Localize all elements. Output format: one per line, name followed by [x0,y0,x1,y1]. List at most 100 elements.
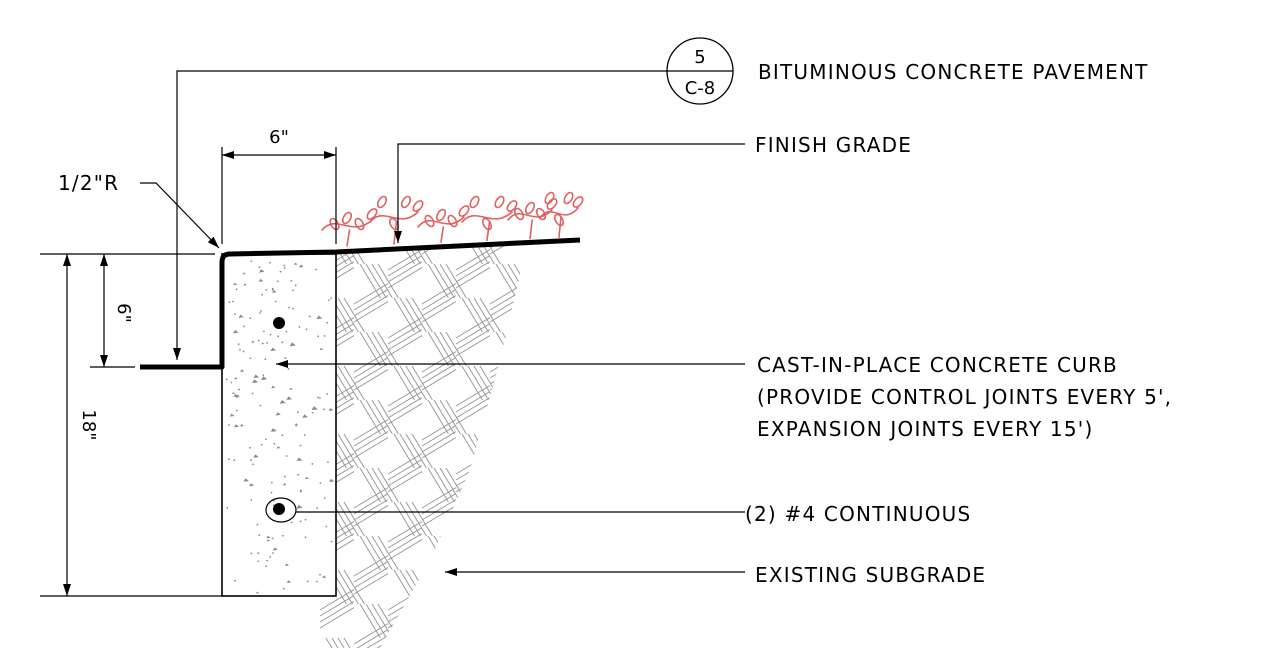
plant-leaf [563,191,574,205]
aggregate-mark [242,272,246,275]
aggregate-mark [269,333,272,336]
hatch-stroke [399,569,421,605]
hatch-stroke [421,301,457,323]
hatch-stroke [542,638,562,648]
hatch-stroke [524,324,558,344]
hatch-stroke [343,244,365,265]
sheet-reference: C-8 [685,78,716,99]
hatch-stroke [455,255,491,277]
hatch-stroke [353,301,389,323]
aggregate-mark [315,268,318,271]
aggregate-mark [294,284,297,287]
aggregate-mark [265,565,267,568]
aggregate-mark [274,300,277,303]
hatch-stroke [495,263,517,299]
hatch-stroke [513,263,520,299]
aggregate-mark [259,404,262,407]
hatch-stroke [548,502,568,536]
plant-leaf [535,207,547,221]
plant-leaf [513,207,525,221]
aggregate-mark [259,311,261,314]
aggregate-mark [322,575,327,579]
hatch-stroke [393,569,415,605]
hatch-stroke [461,433,483,469]
hatch-stroke [411,433,433,469]
rebar-top [273,317,285,329]
plant-stem [529,219,534,240]
aggregate-mark [276,280,279,283]
aggregate-mark [323,497,326,499]
detail-callout-bubble: 5 C-8 [666,37,734,105]
aggregate-mark [296,457,303,462]
hatch-stroke [473,297,495,333]
hatch-stroke [405,569,427,605]
hatch-stroke [331,637,353,648]
hatch-stroke [387,471,423,493]
hatch-stroke [445,331,467,367]
hatch-stroke [354,222,388,242]
plant-leaf [546,198,558,210]
plant-stem [539,207,579,219]
hatch-stroke [377,467,399,503]
hatch-stroke [433,535,455,571]
hatch-stroke [411,297,433,333]
aggregate-mark [252,379,259,384]
aggregate-mark [257,552,260,555]
aggregate-mark [231,392,236,395]
hatch-stroke [421,555,457,577]
hatch-stroke [387,595,423,617]
plant-stem [393,221,398,245]
hatch-stroke [501,603,520,639]
hatch-stroke [524,268,558,288]
dim-curb-width-text: 6" [269,127,289,148]
hatch-stroke [353,505,389,527]
finish-grade-label: FINISH GRADE [755,133,912,157]
hatch-stroke [513,535,520,571]
hatch-stroke [455,335,491,357]
plant-leaf [447,214,458,228]
aggregate-mark [243,478,249,482]
hatch-stroke [337,365,359,401]
hatch-stroke [467,501,489,537]
plant-leaf [435,208,447,222]
aggregate-mark [285,455,288,457]
hatch-stroke [393,501,415,537]
hatch-stroke [455,601,491,623]
hatch-stroke [421,505,457,527]
hatch-stroke [445,263,467,299]
hatch-stroke [343,501,365,537]
hatch-stroke [353,635,389,648]
aggregate-mark [291,289,294,292]
hatch-stroke [461,365,483,401]
aggregate-mark [281,434,284,437]
aggregate-mark [282,587,285,590]
hatch-stroke [353,289,389,311]
hatch-stroke [455,607,491,629]
hatch-stroke [387,385,423,407]
aggregate-mark [251,392,254,395]
hatch-stroke [455,403,491,425]
hatch-stroke [489,419,520,441]
aggregate-mark [281,341,284,344]
hatch-stroke [524,602,558,622]
aggregate-mark [296,504,303,509]
hatch-stroke [411,365,433,401]
aggregate-mark [293,262,298,265]
aggregate-mark [326,393,329,395]
hatch-stroke [455,323,491,345]
hatch-stroke [427,399,449,435]
hatch-stroke [524,460,558,480]
hatch-stroke [455,465,491,487]
aggregate-mark [294,423,299,426]
aggregate-mark [228,301,231,304]
hatch-stroke [479,569,501,605]
aggregate-mark [326,321,329,324]
dim-total-height-text: 18" [78,409,99,440]
hatch-stroke [337,433,359,469]
hatch-stroke [427,467,449,503]
hatch-stroke [495,535,517,571]
hatch-stroke [455,471,491,493]
hatch-stroke [501,331,520,367]
aggregate-mark [258,278,264,282]
aggregate-mark [265,289,268,291]
